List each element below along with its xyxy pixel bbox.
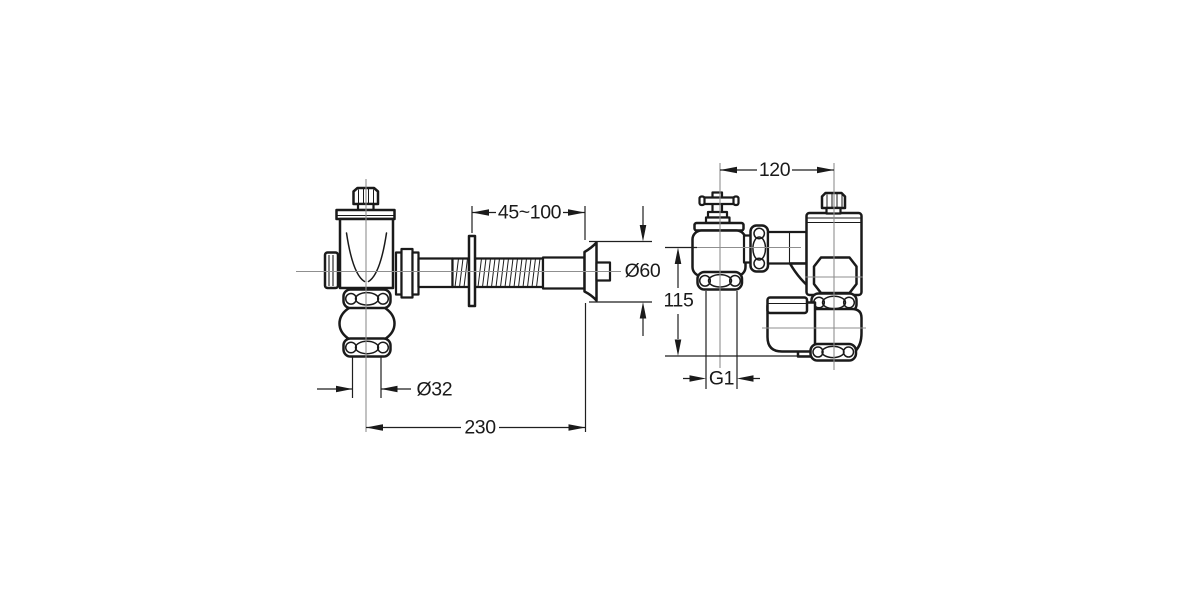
t-handle (698, 196, 740, 206)
dim-wall-adjust: 45~100 (471, 202, 586, 240)
outlet-ball-joint (338, 288, 396, 358)
arrow-down-icon (674, 339, 682, 356)
arrow-left-icon (720, 166, 737, 174)
body-funnel-lines (345, 232, 388, 283)
dim-width: 120 (720, 159, 834, 181)
stop-valve (691, 191, 754, 291)
dim-depth: 230 (366, 303, 587, 439)
dim-label-inlet-thread: G1 (709, 368, 734, 390)
arrow-left-icon (737, 375, 754, 382)
pipe-coupling-nut (394, 247, 420, 299)
side-coupling-nut (749, 224, 770, 273)
dim-height: 115 (664, 246, 812, 357)
outlet-elbow (766, 296, 863, 362)
dim-label-depth: 230 (464, 417, 496, 439)
arrow-right-icon (689, 375, 706, 382)
dim-label-outlet-diameter: Ø32 (417, 379, 453, 401)
dim-inlet-thread: G1 (683, 291, 760, 390)
dim-label-width: 120 (759, 159, 791, 181)
dim-flange-diameter: Ø60 (589, 206, 661, 336)
left-port-flange (323, 251, 340, 290)
arrow-right-icon (568, 424, 586, 431)
arrow-down-icon (639, 225, 647, 242)
arrow-up-icon (674, 247, 682, 264)
arrow-right-icon (336, 385, 353, 393)
arrow-right-icon (568, 209, 585, 216)
front-view: 45~100 Ø60 Ø32 230 (296, 179, 661, 439)
arrow-left-icon (472, 209, 489, 216)
body-hex-nut (812, 256, 858, 295)
wall-supply-pipe (417, 234, 612, 308)
arrow-up-icon (639, 302, 647, 319)
side-view: 120 115 G1 (664, 159, 866, 390)
arrow-right-icon (817, 166, 834, 174)
flush-valve-front (323, 186, 612, 358)
arrow-left-icon (381, 385, 398, 393)
arrow-left-icon (366, 424, 383, 431)
dim-label-wall-adjust: 45~100 (498, 202, 562, 224)
stop-valve-body (691, 229, 747, 278)
dim-label-height: 115 (664, 290, 694, 312)
dim-outlet-diameter: Ø32 (317, 357, 453, 401)
dim-label-flange-diameter: Ø60 (625, 260, 661, 282)
